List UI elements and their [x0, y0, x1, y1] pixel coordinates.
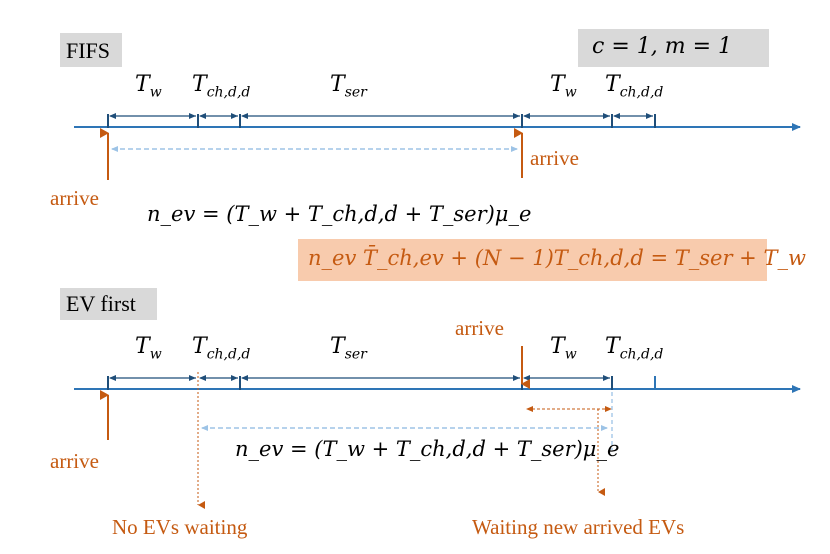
ev-tw2-main: T [550, 334, 565, 359]
highlight-equation: n_ev T̄_ch,ev + (N − 1)T_ch,d,d = T_ser … [308, 246, 806, 270]
fifs-tser-sub: ser [344, 84, 367, 101]
fifs-tser-label: Tser [330, 72, 367, 100]
fifs-label-box [60, 33, 122, 67]
ev-first-equation: n_ev = (T_w + T_ch,d,d + T_ser)μ_e [235, 437, 619, 461]
fifs-tw-main: T [135, 72, 150, 97]
fifs-tw-label: Tw [135, 72, 162, 100]
ev-tch-main: T [192, 334, 207, 359]
fifs-tw2-label: Tw [550, 72, 577, 100]
fifs-tser-main: T [330, 72, 345, 97]
ev-tw2-sub: w [564, 346, 577, 363]
fifs-equation: n_ev = (T_w + T_ch,d,d + T_ser)μ_e [147, 202, 531, 226]
fifs-tch-sub: ch,d,d [206, 84, 251, 101]
fifs-equation-text: n_ev = (T_w + T_ch,d,d + T_ser)μ_e [147, 202, 532, 226]
note-no-evs-waiting: No EVs waiting [112, 515, 248, 539]
fifs-timeline [74, 113, 801, 180]
ev-tch2-main: T [605, 334, 620, 359]
ev-first-equation-text: n_ev = (T_w + T_ch,d,d + T_ser)μ_e [235, 437, 620, 461]
fifs-label: FIFS [66, 38, 111, 63]
ev-tw-label: Tw [135, 334, 162, 362]
ev-first-arrive-top: arrive [455, 316, 504, 340]
params-label: c = 1, m = 1 [592, 34, 732, 59]
ev-first-label-box [60, 288, 157, 320]
fifs-tch2-sub: ch,d,d [619, 84, 664, 101]
fifs-arrive-left: arrive [50, 186, 99, 210]
fifs-tch2-main: T [605, 72, 620, 97]
fifs-tch-main: T [192, 72, 207, 97]
fifs-tw-sub: w [149, 84, 162, 101]
fifs-tch2-label: Tch,d,d [605, 72, 663, 100]
ev-first-arrive-left: arrive [50, 449, 99, 473]
ev-tw2-label: Tw [550, 334, 577, 362]
highlight-equation-box [298, 239, 767, 281]
ev-first-label: EV first [66, 291, 136, 316]
ev-tch-label: Tch,d,d [192, 334, 250, 362]
fifs-tw2-sub: w [564, 84, 577, 101]
ev-tch-sub: ch,d,d [206, 346, 251, 363]
ev-tw-main: T [135, 334, 150, 359]
params-box [578, 29, 769, 67]
params-text: c = 1, m = 1 [592, 34, 733, 59]
ev-tch2-label: Tch,d,d [605, 334, 663, 362]
note-waiting-new-arrived: Waiting new arrived EVs [472, 515, 685, 539]
fifs-arrive-right: arrive [530, 146, 579, 170]
ev-tser-main: T [330, 334, 345, 359]
ev-tser-sub: ser [344, 346, 367, 363]
ev-tch2-sub: ch,d,d [619, 346, 664, 363]
highlight-equation-text: n_ev T̄_ch,ev + (N − 1)T_ch,d,d = T_ser … [308, 246, 806, 270]
fifs-tw2-main: T [550, 72, 565, 97]
ev-first-timeline [74, 346, 801, 509]
ev-tser-label: Tser [330, 334, 367, 362]
fifs-tch-label: Tch,d,d [192, 72, 250, 100]
ev-tw-sub: w [149, 346, 162, 363]
